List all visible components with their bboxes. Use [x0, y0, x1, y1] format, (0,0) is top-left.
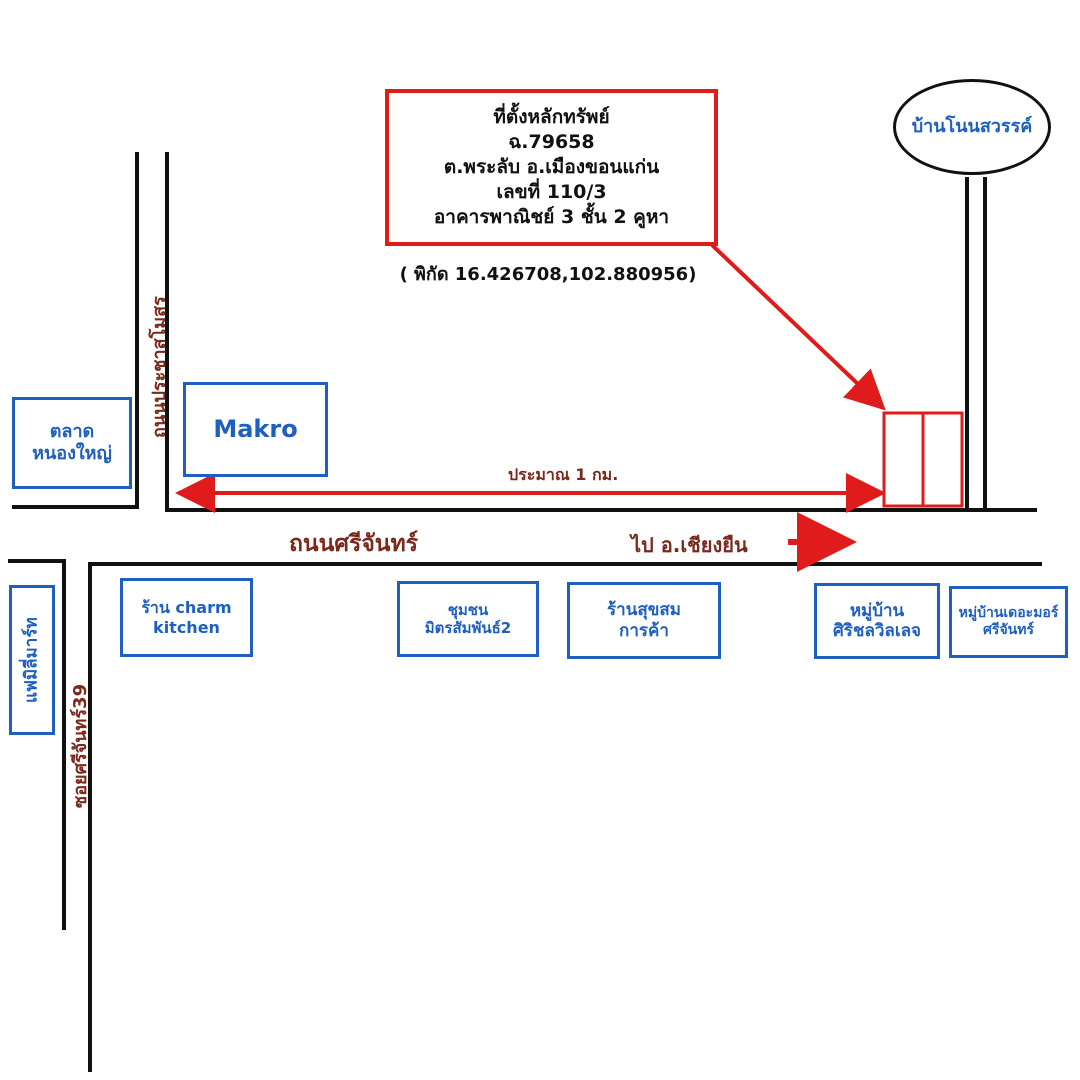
landmark-charm-line2: kitchen — [153, 617, 220, 637]
property-building-type: อาคารพาณิชย์ 3 ชั้น 2 คูหา — [433, 206, 670, 229]
landmark-makro: Makro — [183, 382, 328, 477]
road-bottom-edge-left — [8, 559, 66, 563]
road-bottom-edge-right — [88, 562, 1042, 566]
landmark-suksom-shop: ร้านสุขสม การค้า — [567, 582, 721, 659]
direction-label: ไป อ.เชียงยืน — [631, 533, 748, 557]
property-unit-1 — [882, 411, 925, 508]
property-deed-number: ฉ.79658 — [508, 130, 595, 153]
landmark-theamor-village: หมู่บ้านเดอะมอร์ ศรีจันทร์ — [949, 586, 1068, 658]
landmark-suksom-line1: ร้านสุขสม — [607, 600, 681, 621]
distance-label: ประมาณ 1 กม. — [508, 465, 619, 484]
landmark-charm-kitchen: ร้าน charm kitchen — [120, 578, 253, 657]
property-unit-2 — [921, 411, 964, 508]
landmark-makro-label: Makro — [213, 415, 298, 444]
property-info-box: ที่ตั้งหลักทรัพย์ ฉ.79658 ต.พระลับ อ.เมื… — [385, 89, 718, 246]
landmark-talat-line2: หนองใหญ่ — [32, 443, 112, 464]
village-circle-label: บ้านโนนสวรรค์ — [911, 116, 1033, 138]
landmark-chumchon-mitsamphan: ชุมชน มิตรสัมพันธ์2 — [397, 581, 539, 657]
landmark-sirichon-line1: หมู่บ้าน — [849, 600, 905, 621]
pointer-arrow — [710, 243, 886, 411]
property-location: ต.พระลับ อ.เมืองขอนแก่น — [443, 155, 660, 178]
road-village-right-edge — [983, 177, 987, 509]
property-title: ที่ตั้งหลักทรัพย์ — [493, 105, 610, 128]
landmark-family-mart-label: แฟมิลี่มาร์ท — [21, 617, 42, 703]
road-label-prachasamosorn: ถนนประชาสโมสร — [149, 296, 170, 438]
property-house-number: เลขที่ 110/3 — [496, 181, 607, 204]
road-label-srichan: ถนนศรีจันทร์ — [289, 531, 419, 557]
landmark-sirichon-village: หมู่บ้าน ศิริชลวิลเลจ — [814, 583, 940, 659]
landmark-talat-line1: ตลาด — [49, 421, 95, 443]
landmark-suksom-line2: การค้า — [619, 620, 669, 641]
road-soi39-left-edge — [62, 559, 66, 930]
landmark-family-mart: แฟมิลี่มาร์ท — [9, 585, 55, 735]
landmark-talat-nongyai: ตลาด หนองใหญ่ — [12, 397, 132, 489]
road-prachasamosorn-right-edge — [165, 152, 169, 512]
landmark-chumchon-line1: ชุมชน — [447, 601, 489, 619]
landmark-sirichon-line2: ศิริชลวิลเลจ — [832, 621, 922, 641]
landmark-charm-line1: ร้าน charm — [141, 598, 232, 618]
property-coordinates: ( พิกัด 16.426708,102.880956) — [399, 264, 697, 285]
landmark-theamor-line2: ศรีจันทร์ — [983, 622, 1034, 638]
road-prachasamosorn-left-edge — [135, 152, 139, 507]
landmark-chumchon-line2: มิตรสัมพันธ์2 — [424, 619, 512, 637]
landmark-theamor-line1: หมู่บ้านเดอะมอร์ — [958, 605, 1059, 622]
road-village-left-edge — [965, 177, 969, 509]
road-top-edge-left — [12, 505, 139, 509]
village-circle-nonsawan: บ้านโนนสวรรค์ — [893, 79, 1051, 175]
road-label-soi39: ซอยศรีจันทร์39 — [70, 683, 91, 808]
road-soi39-right-edge — [88, 562, 92, 1072]
